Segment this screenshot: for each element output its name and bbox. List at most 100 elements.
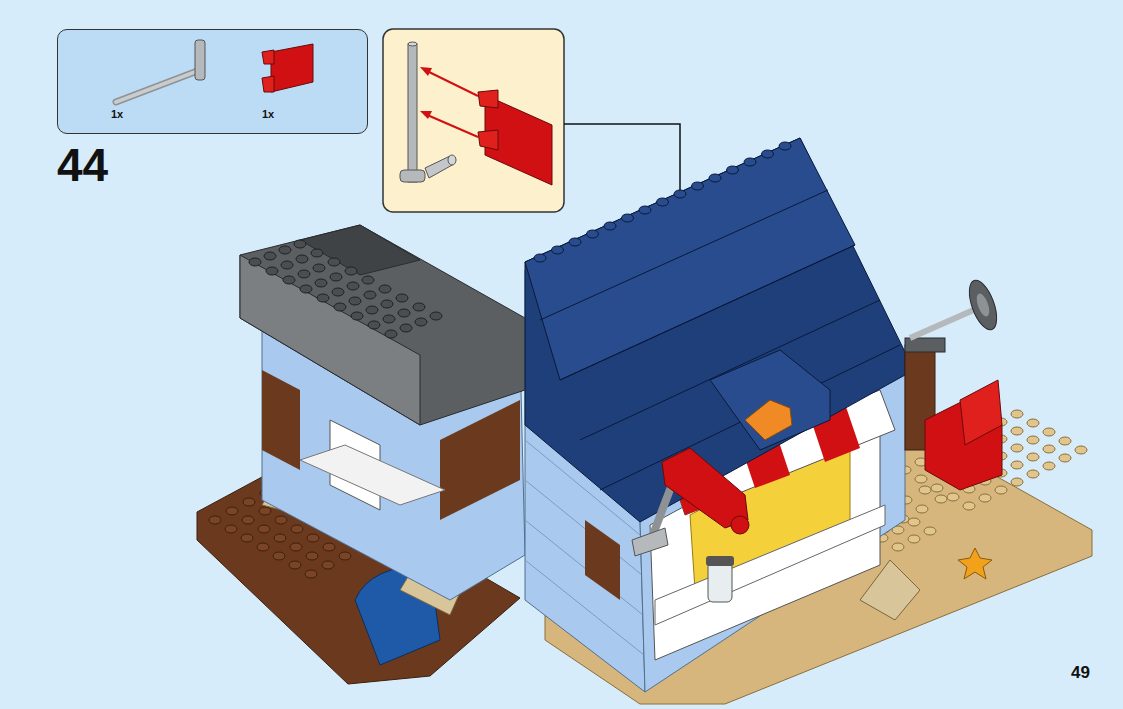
stud xyxy=(362,276,374,284)
blue-roof xyxy=(525,138,905,522)
stud xyxy=(258,525,270,533)
fish xyxy=(745,400,792,440)
grey-roof-side xyxy=(240,255,420,425)
stud xyxy=(1043,445,1055,453)
stud xyxy=(892,543,904,551)
bar-clip xyxy=(195,40,205,80)
counter xyxy=(655,505,885,625)
stud xyxy=(1011,461,1023,469)
flag-clip xyxy=(262,50,274,64)
bar-part xyxy=(116,70,200,102)
red-seat xyxy=(925,380,1002,490)
stud xyxy=(979,494,991,502)
stud xyxy=(727,166,739,174)
stud xyxy=(935,495,947,503)
stud xyxy=(569,238,581,246)
stud xyxy=(709,174,721,182)
stud xyxy=(692,182,704,190)
stud xyxy=(347,282,359,290)
stud xyxy=(351,312,363,320)
stud xyxy=(534,254,546,262)
stud xyxy=(368,321,380,329)
glass-jar xyxy=(708,562,732,602)
stud xyxy=(1043,428,1055,436)
stud xyxy=(290,543,302,551)
stud xyxy=(257,543,269,551)
stud xyxy=(604,222,616,230)
roof-lines xyxy=(540,190,900,490)
stud xyxy=(379,285,391,293)
stud xyxy=(1027,453,1039,461)
grey-roof-top xyxy=(300,225,420,275)
stud xyxy=(313,264,325,272)
stud-grid xyxy=(534,142,791,262)
stud xyxy=(349,297,361,305)
stud xyxy=(919,486,931,494)
callout-parts xyxy=(400,42,552,185)
jar-lid xyxy=(706,556,734,566)
stud xyxy=(294,240,306,248)
stud xyxy=(279,246,291,254)
stud xyxy=(242,516,254,524)
stud xyxy=(622,214,634,222)
white-plate xyxy=(300,445,445,505)
stud xyxy=(323,543,335,551)
stud xyxy=(275,516,287,524)
stud xyxy=(400,324,412,332)
stud xyxy=(1043,462,1055,470)
stud xyxy=(225,525,237,533)
stud xyxy=(415,318,427,326)
stud xyxy=(916,505,928,513)
flag-clip xyxy=(262,76,274,92)
stud xyxy=(587,230,599,238)
stud xyxy=(398,309,410,317)
stud xyxy=(396,294,408,302)
stud xyxy=(328,258,340,266)
roof-upper xyxy=(525,138,855,380)
stud xyxy=(413,303,425,311)
bar-part xyxy=(116,70,200,102)
stud xyxy=(209,516,221,524)
stud xyxy=(339,552,351,560)
stud xyxy=(1075,446,1087,454)
stud xyxy=(345,267,357,275)
stud xyxy=(762,150,774,158)
stud xyxy=(274,534,286,542)
stud xyxy=(296,255,308,263)
roof-studs xyxy=(249,142,791,338)
stud xyxy=(305,570,317,578)
part-quantity: 1x xyxy=(111,108,123,120)
stud xyxy=(317,294,329,302)
part-quantity: 1x xyxy=(262,108,274,120)
attached-flag xyxy=(632,448,749,556)
stud xyxy=(657,198,669,206)
stud xyxy=(291,525,303,533)
stud xyxy=(995,486,1007,494)
stud xyxy=(1011,444,1023,452)
stud xyxy=(311,249,323,257)
brown-brick xyxy=(585,520,620,600)
stud xyxy=(430,312,442,320)
stud xyxy=(1027,470,1039,478)
stud xyxy=(281,261,293,269)
stud-grid xyxy=(249,240,442,338)
stud xyxy=(1011,478,1023,486)
stud xyxy=(674,190,686,198)
stud xyxy=(332,288,344,296)
starfish xyxy=(958,548,992,579)
stud xyxy=(1011,427,1023,435)
stud xyxy=(306,552,318,560)
stud xyxy=(639,206,651,214)
stud xyxy=(366,306,378,314)
stud xyxy=(924,527,936,535)
step-number: 44 xyxy=(57,142,108,188)
stud xyxy=(1027,436,1039,444)
stud xyxy=(264,252,276,260)
stud xyxy=(908,518,920,526)
parts-illustration xyxy=(58,30,366,132)
stud xyxy=(744,158,756,166)
stud xyxy=(1027,419,1039,427)
grey-roof-block xyxy=(240,225,525,425)
stud xyxy=(330,273,342,281)
stud xyxy=(1059,454,1071,462)
